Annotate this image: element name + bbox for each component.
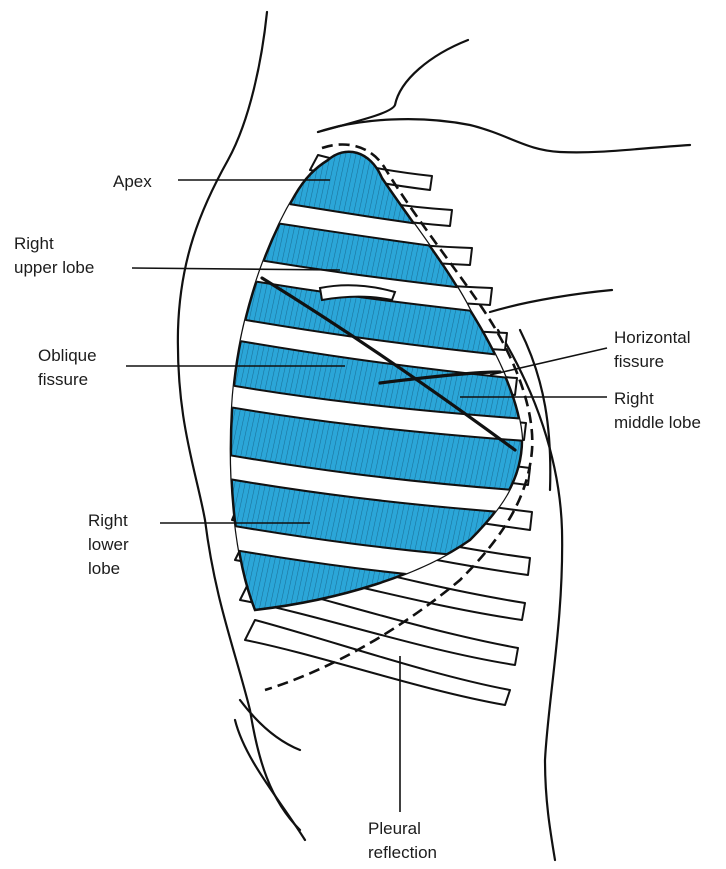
right-lower-lobe-label: Right lower lobe xyxy=(88,511,133,578)
oblique-fissure-label: Oblique fissure xyxy=(38,346,101,389)
right-middle-lobe-label: Right middle lobe xyxy=(614,389,701,432)
apex-label: Apex xyxy=(113,172,152,191)
right-lung xyxy=(200,152,540,610)
horizontal-fissure-label: Horizontal fissure xyxy=(614,328,695,371)
pleural-reflection-label: Pleural reflection xyxy=(368,819,437,862)
right-upper-lobe-label: Right upper lobe xyxy=(14,234,94,277)
